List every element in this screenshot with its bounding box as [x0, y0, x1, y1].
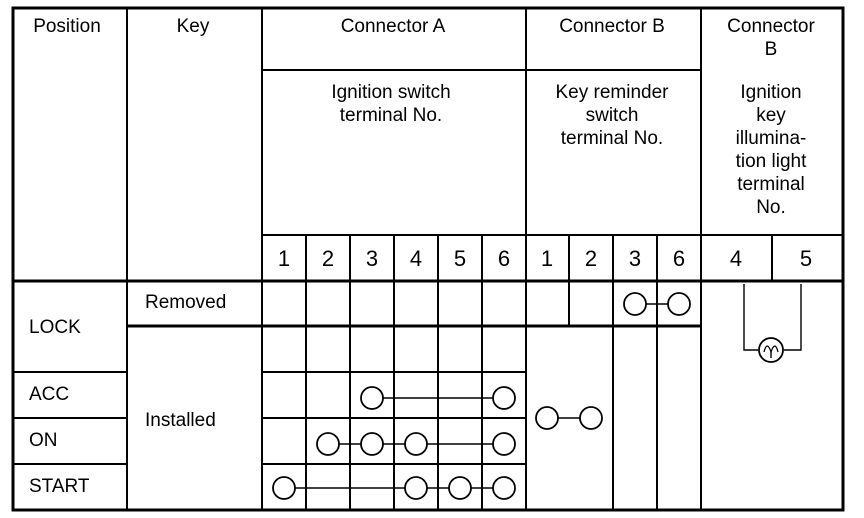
ignition-key-label-1: Ignition	[740, 82, 801, 103]
lamp-icon	[743, 284, 802, 363]
header-connector-b2-line1: Connector	[727, 16, 815, 37]
row-acc: ACC	[29, 384, 69, 405]
row-lock: LOCK	[29, 317, 81, 338]
terminal-a2: 2	[322, 246, 334, 271]
ignition-switch-label-2: terminal No.	[340, 105, 442, 126]
ignition-key-label-4: tion light	[736, 151, 807, 172]
terminal-a1: 1	[278, 246, 290, 271]
continuity-start	[272, 476, 516, 500]
continuity-acc-a3-a6	[360, 386, 516, 410]
terminal-b2-5: 5	[800, 246, 812, 271]
header-connector-a: Connector A	[341, 16, 446, 37]
terminal-b2: 2	[585, 246, 597, 271]
header-connector-b: Connector B	[559, 16, 665, 37]
table-border	[11, 6, 845, 512]
header-connector-b2-line2: B	[765, 39, 778, 60]
ignition-switch-label-1: Ignition switch	[331, 82, 450, 103]
key-removed: Removed	[145, 292, 226, 313]
terminal-b3: 3	[629, 246, 641, 271]
key-installed: Installed	[145, 410, 216, 431]
ignition-key-label-2: key	[756, 105, 786, 126]
header-key: Key	[177, 16, 210, 37]
terminal-a5: 5	[454, 246, 466, 271]
key-reminder-label-3: terminal No.	[561, 128, 663, 149]
continuity-on	[316, 432, 516, 456]
row-start: START	[29, 476, 90, 497]
terminal-b2-4: 4	[730, 246, 742, 271]
terminal-a3: 3	[366, 246, 378, 271]
terminal-b1: 1	[541, 246, 553, 271]
header-position: Position	[33, 16, 101, 37]
ignition-key-label-6: No.	[756, 197, 786, 218]
key-reminder-label-2: switch	[586, 105, 639, 126]
terminal-a4: 4	[410, 246, 422, 271]
terminal-b6: 6	[673, 246, 685, 271]
continuity-installed-b1-b2	[535, 406, 603, 430]
terminal-a6: 6	[498, 246, 510, 271]
row-on: ON	[29, 430, 58, 451]
ignition-key-label-3: illumina-	[736, 128, 807, 149]
ignition-key-label-5: terminal	[737, 174, 805, 195]
key-reminder-label-1: Key reminder	[556, 82, 670, 103]
continuity-lock-b3-b6	[623, 292, 691, 316]
